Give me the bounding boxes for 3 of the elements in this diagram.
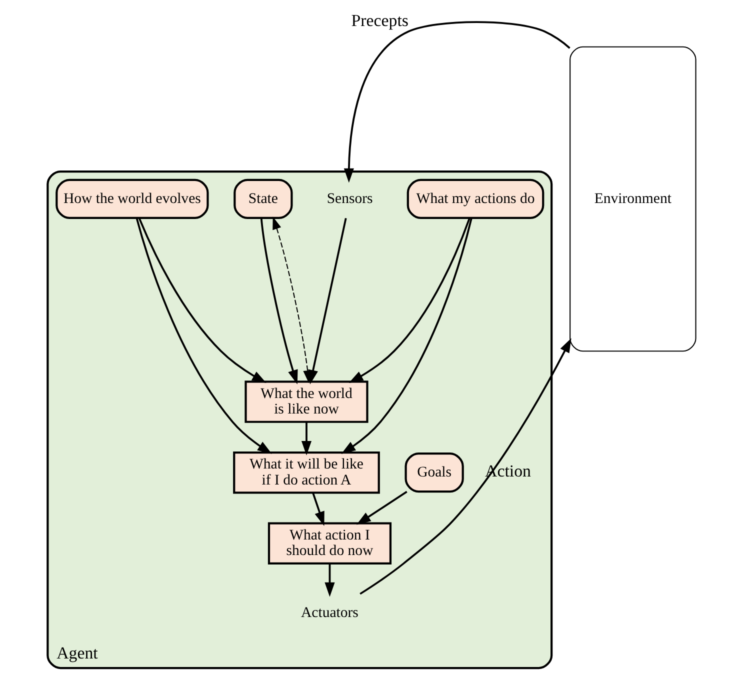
edge-label: Precepts <box>351 11 409 30</box>
node-text: Actuators <box>301 604 358 621</box>
node-text: Sensors <box>326 190 373 207</box>
